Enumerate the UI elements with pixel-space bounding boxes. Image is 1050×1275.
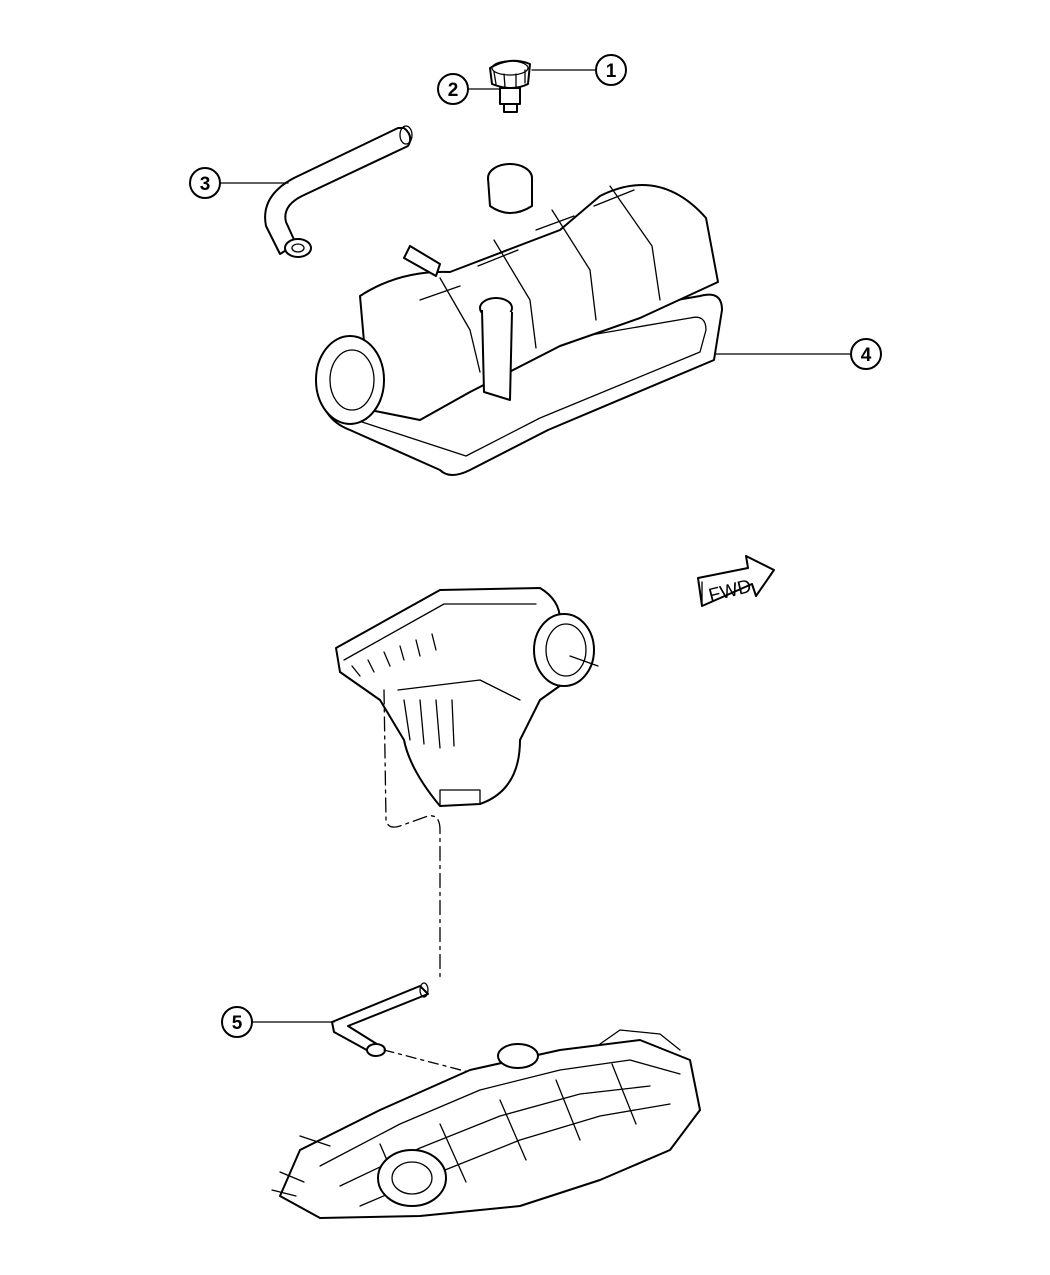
fwd-arrow: FWD [697, 555, 775, 607]
callout-5-number: 5 [232, 1013, 243, 1034]
pcv-valve [489, 59, 531, 113]
callout-2: 2 [437, 73, 501, 105]
callout-4: 4 [715, 338, 882, 370]
callout-2-number: 2 [448, 80, 459, 101]
air-cleaner-housing [335, 587, 599, 807]
vent-hose-routing [331, 689, 477, 1075]
callout-1: 1 [531, 54, 627, 86]
callout-3: 3 [189, 167, 289, 199]
callout-1-number: 1 [606, 61, 617, 82]
callout-5: 5 [221, 1006, 335, 1038]
callout-4-number: 4 [861, 345, 872, 366]
engine-assembly [271, 1029, 701, 1219]
pcv-hose [264, 125, 413, 258]
callout-3-number: 3 [200, 174, 211, 195]
intake-manifold [315, 163, 723, 476]
